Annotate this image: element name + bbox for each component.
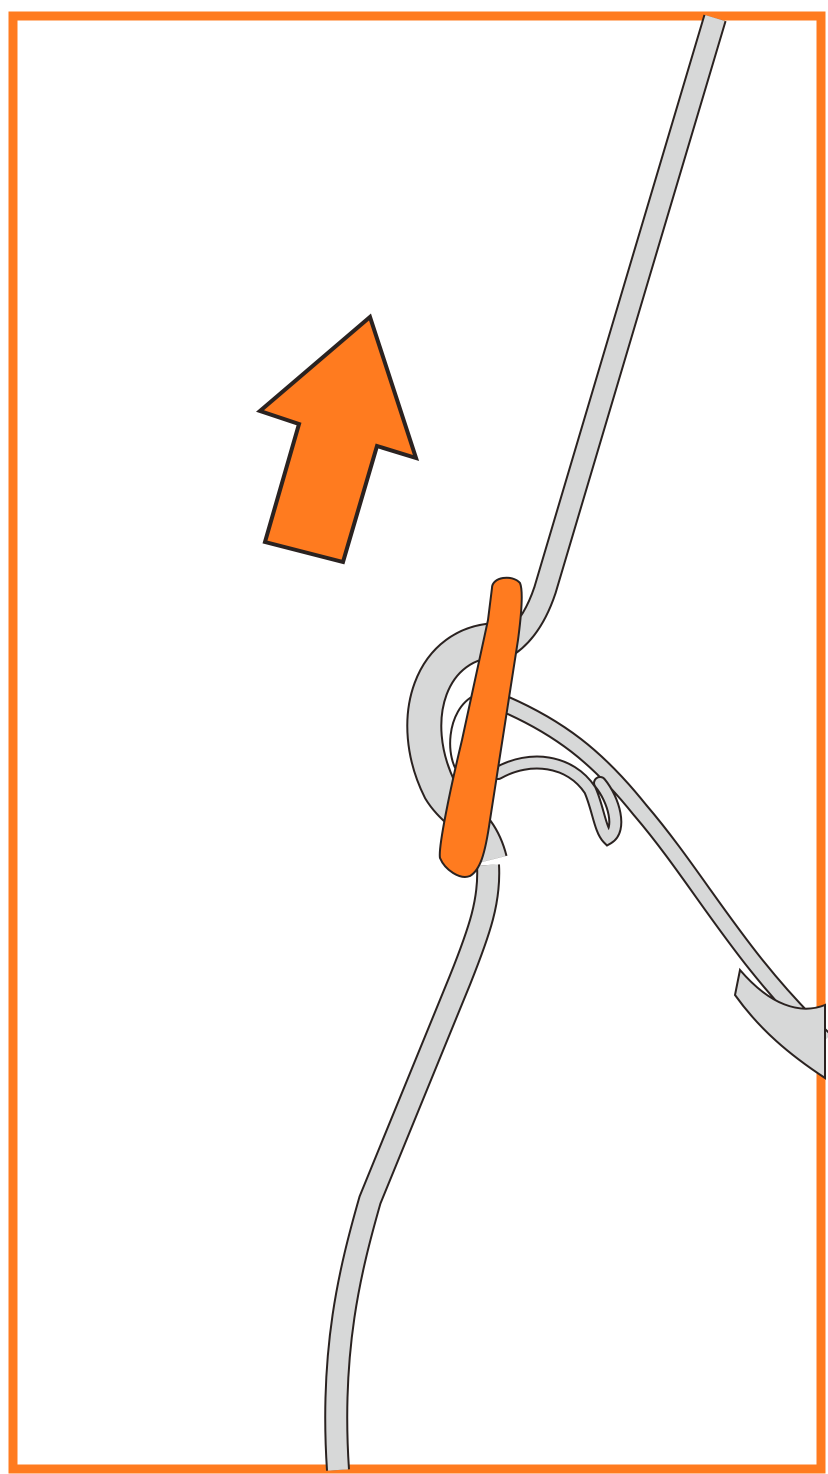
rope-tail-right-end — [733, 967, 826, 1080]
toggle-bar — [438, 576, 523, 878]
pull-arrow-icon — [256, 313, 420, 565]
frame-border — [8, 11, 826, 1474]
